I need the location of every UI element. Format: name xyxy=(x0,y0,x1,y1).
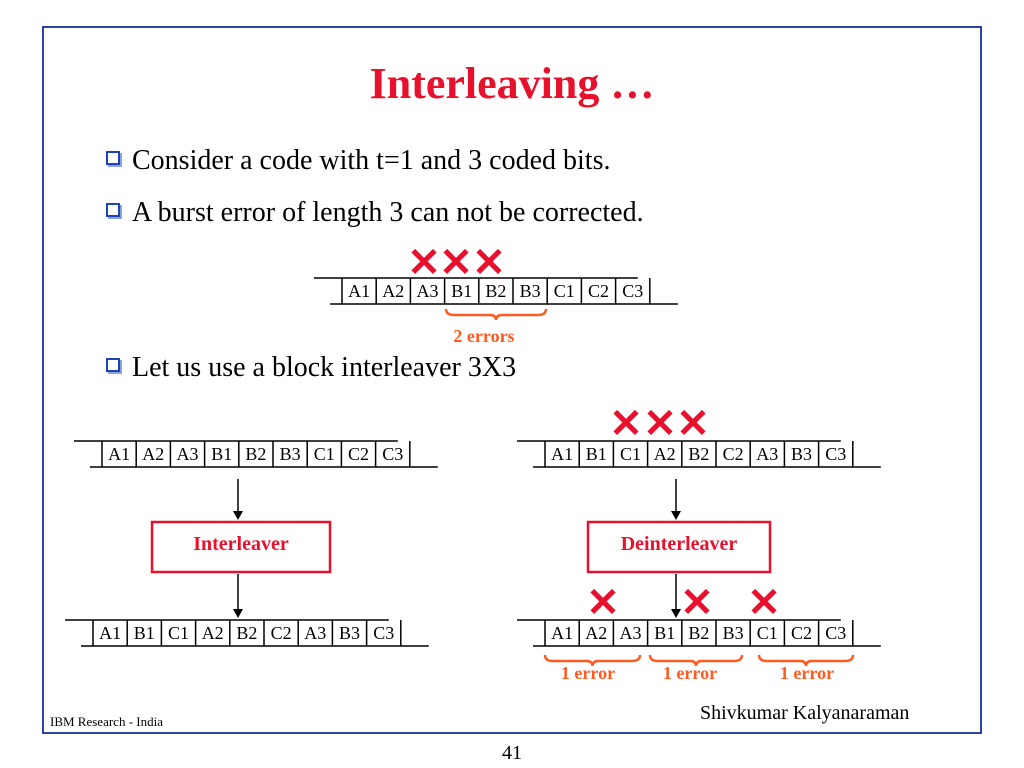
error-mark-icon: ✕ xyxy=(439,240,473,285)
input-sequence-cell-C1: C1 xyxy=(314,444,335,464)
deinterleaved-sequence-cell-A1: A1 xyxy=(551,623,573,643)
one-error-label-b: 1 error xyxy=(662,663,718,683)
one-error-label-c: 1 error xyxy=(779,663,835,683)
arrow-to-interleaver-head xyxy=(233,511,243,520)
input-sequence-cell-C3: C3 xyxy=(382,444,403,464)
deinterleaved-sequence-cell-C2: C2 xyxy=(791,623,812,643)
top-sequence-cell-C3: C3 xyxy=(622,281,643,301)
bullet-1: Consider a code with t=1 and 3 coded bit… xyxy=(106,145,610,177)
interleaved-sequence-cell-C2: C2 xyxy=(271,623,292,643)
bullet-2-text: A burst error of length 3 can not be cor… xyxy=(132,197,644,228)
deinterleaver-label: Deinterleaver xyxy=(620,533,738,555)
interleaver-box xyxy=(150,520,332,574)
input-sequence-cell-B1: B1 xyxy=(211,444,232,464)
deinterleaved-sequence-cell-B2: B2 xyxy=(688,623,709,643)
input-sequence-cell-C2: C2 xyxy=(348,444,369,464)
slide-frame xyxy=(42,26,982,734)
top-sequence-cell-B1: B1 xyxy=(451,281,472,301)
deinterleaved-sequence-cell-C3: C3 xyxy=(825,623,846,643)
two-errors-brace xyxy=(444,308,548,321)
deinterleaved-sequence-cell-B3: B3 xyxy=(723,623,744,643)
error-mark-icon: ✕ xyxy=(609,401,643,446)
top-sequence-cell-A1: A1 xyxy=(348,281,370,301)
interleaved-sequence-cell-C1: C1 xyxy=(168,623,189,643)
deinterleaver-box xyxy=(586,520,772,574)
one-error-brace xyxy=(757,654,855,667)
error-mark-icon: ✕ xyxy=(747,580,781,625)
interleaved-sequence-cell-B2: B2 xyxy=(236,623,257,643)
one-error-brace xyxy=(648,654,744,667)
channel-sequence-cell-A2: A2 xyxy=(654,444,676,464)
two-errors-label: 2 errors xyxy=(453,326,515,346)
interleaved-sequence-cell-B1: B1 xyxy=(134,623,155,643)
error-mark-icon: ✕ xyxy=(680,580,714,625)
one-error-label-a: 1 error xyxy=(560,663,616,683)
interleaved-sequence-cell-A1: A1 xyxy=(99,623,121,643)
top-sequence-cell-A2: A2 xyxy=(382,281,404,301)
interleaved-sequence-cell-B3: B3 xyxy=(339,623,360,643)
deinterleaved-sequence-cell-A2: A2 xyxy=(585,623,607,643)
one-error-brace xyxy=(543,654,642,667)
slide-title: Interleaving … xyxy=(369,59,655,108)
channel-sequence-cell-A1: A1 xyxy=(551,444,573,464)
input-sequence-cell-A1: A1 xyxy=(108,444,130,464)
square-bullet-icon xyxy=(106,358,120,372)
input-sequence-cell-A2: A2 xyxy=(142,444,164,464)
error-mark-icon: ✕ xyxy=(676,401,710,446)
arrow-from-deinterleaver-head xyxy=(671,609,681,618)
square-bullet-icon xyxy=(106,203,120,217)
input-sequence-cell-B2: B2 xyxy=(245,444,266,464)
deinterleaved-sequence-cell-B1: B1 xyxy=(654,623,675,643)
interleaved-sequence-cell-C3: C3 xyxy=(373,623,394,643)
channel-sequence-cell-B2: B2 xyxy=(688,444,709,464)
page-number: 41 xyxy=(502,742,522,764)
arrow-from-interleaver-head xyxy=(233,609,243,618)
bullet-3-text: Let us use a block interleaver 3X3 xyxy=(132,352,517,383)
top-sequence-cell-A3: A3 xyxy=(417,281,439,301)
channel-sequence-cell-B1: B1 xyxy=(586,444,607,464)
input-sequence-cell-B3: B3 xyxy=(280,444,301,464)
top-sequence-cell-C1: C1 xyxy=(554,281,575,301)
top-sequence-cell-C2: C2 xyxy=(588,281,609,301)
channel-sequence-cell-C2: C2 xyxy=(723,444,744,464)
bullet-3: Let us use a block interleaver 3X3 xyxy=(106,352,516,384)
channel-sequence-cell-C3: C3 xyxy=(825,444,846,464)
channel-sequence-cell-B3: B3 xyxy=(791,444,812,464)
interleaved-sequence-cell-A2: A2 xyxy=(202,623,224,643)
error-mark-icon: ✕ xyxy=(643,401,677,446)
deinterleaved-sequence-cell-A3: A3 xyxy=(620,623,642,643)
square-bullet-icon xyxy=(106,151,120,165)
footer-organization: IBM Research - India xyxy=(50,714,163,729)
interleaver-label: Interleaver xyxy=(193,533,289,555)
channel-sequence-cell-A3: A3 xyxy=(756,444,778,464)
bullet-1-text: Consider a code with t=1 and 3 coded bit… xyxy=(132,145,611,176)
input-sequence-cell-A3: A3 xyxy=(177,444,199,464)
deinterleaved-sequence-cell-C1: C1 xyxy=(757,623,778,643)
channel-sequence-cell-C1: C1 xyxy=(620,444,641,464)
top-sequence-cell-B2: B2 xyxy=(485,281,506,301)
interleaved-sequence-cell-A3: A3 xyxy=(304,623,326,643)
error-mark-icon: ✕ xyxy=(472,240,506,285)
arrow-to-deinterleaver-head xyxy=(671,511,681,520)
bullet-2: A burst error of length 3 can not be cor… xyxy=(106,197,644,229)
error-mark-icon: ✕ xyxy=(586,580,620,625)
top-sequence-cell-B3: B3 xyxy=(520,281,541,301)
error-mark-icon: ✕ xyxy=(407,240,441,285)
footer-author: Shivkumar Kalyanaraman xyxy=(700,702,910,724)
